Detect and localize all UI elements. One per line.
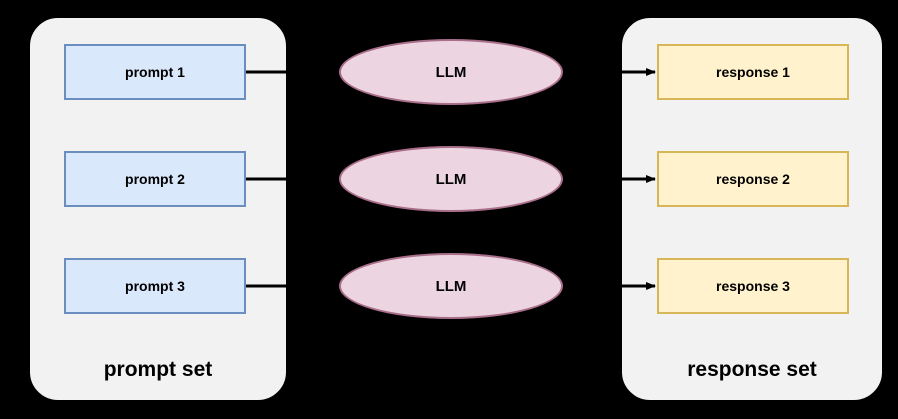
prompt-1-box: prompt 1 <box>64 44 246 100</box>
response-1-box: response 1 <box>657 44 849 100</box>
llm-node-3: LLM <box>339 253 563 319</box>
response-set-label: response set <box>687 358 817 381</box>
response-2-box: response 2 <box>657 151 849 207</box>
llm-node-1: LLM <box>339 39 563 105</box>
llm-node-2: LLM <box>339 146 563 212</box>
prompt-3-box: prompt 3 <box>64 258 246 314</box>
response-3-box: response 3 <box>657 258 849 314</box>
prompt-2-box: prompt 2 <box>64 151 246 207</box>
prompt-set-label: prompt set <box>103 358 213 381</box>
